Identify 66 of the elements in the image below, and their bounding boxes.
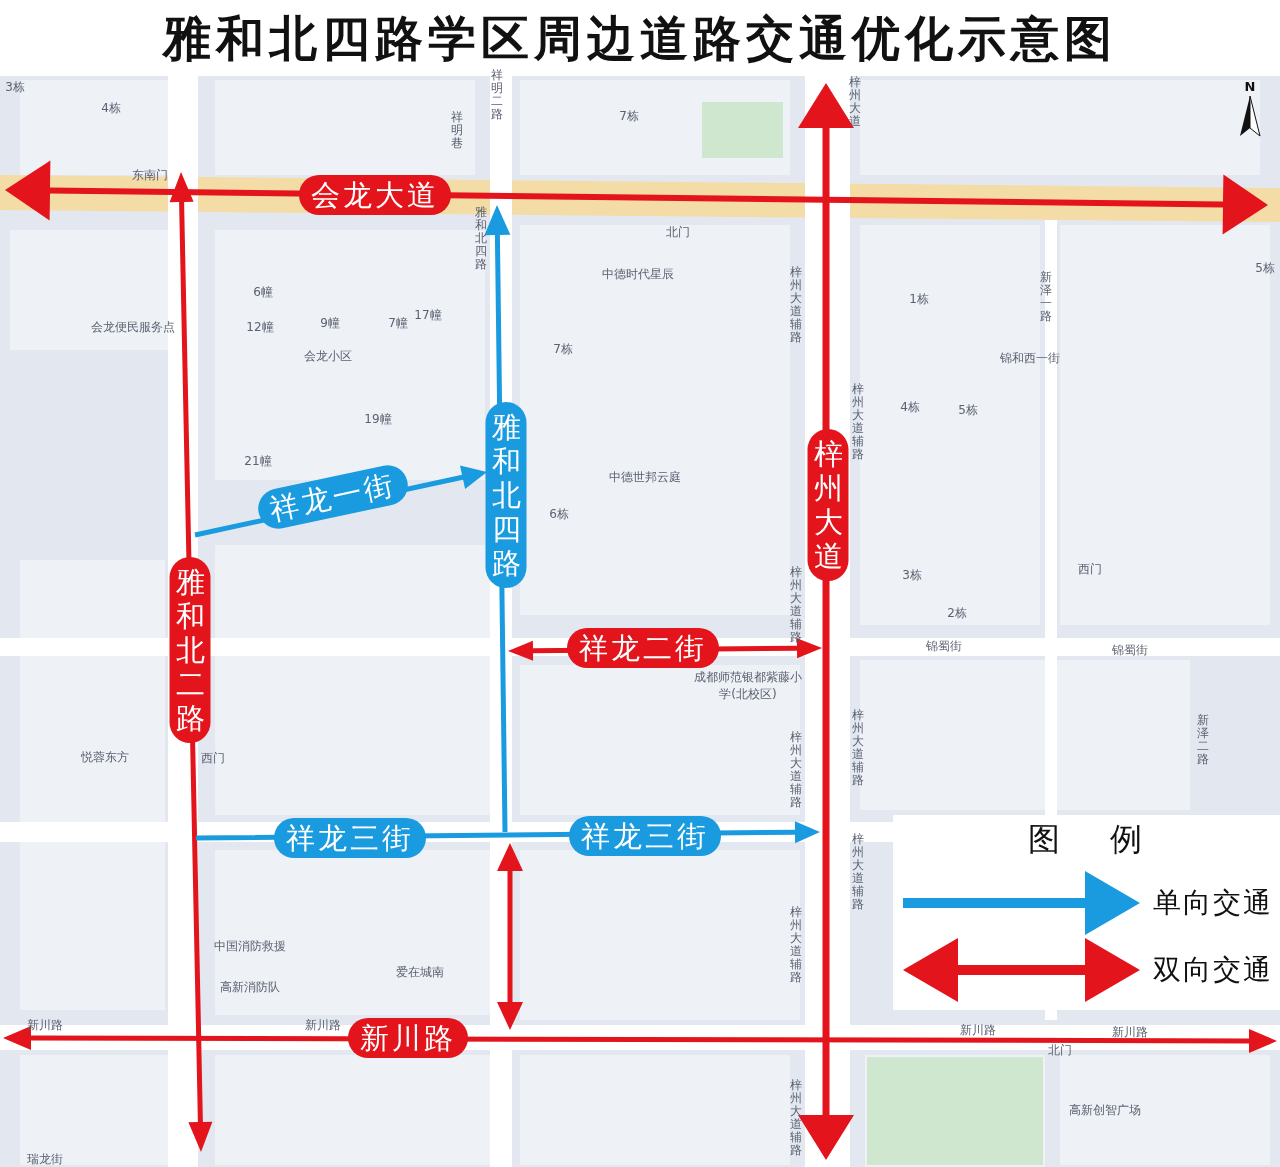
north-label: N — [1244, 78, 1256, 94]
map-label: 锦和西一街 — [1000, 349, 1060, 367]
road-name-badge: 会龙大道 — [299, 175, 451, 215]
map-label: 会龙便民服务点 — [91, 318, 175, 336]
map-label: 东南门 — [132, 166, 168, 184]
map-label: 成都师范银都紫藤小学(北校区) — [693, 669, 803, 703]
street-label: 梓州大道辅路 — [790, 1079, 802, 1157]
map-label: 中德世邦云庭 — [609, 468, 681, 486]
map-label: 新川路 — [305, 1016, 341, 1034]
map-label: 5栋 — [958, 401, 978, 419]
map-label: 锦蜀街 — [1112, 641, 1148, 659]
road-name-badge: 祥龙三街 — [274, 818, 426, 858]
road-name-badge: 梓州大道 — [807, 429, 849, 581]
map-label: 北门 — [1048, 1041, 1072, 1059]
map-label: 7栋 — [619, 107, 639, 125]
map-label: 5栋 — [1255, 259, 1275, 277]
street-label: 祥明二路 — [491, 69, 503, 121]
map-label: 新川路 — [27, 1016, 63, 1034]
street-label: 梓州大道辅路 — [852, 709, 864, 787]
map-label: 爱在城南 — [396, 963, 444, 981]
legend-heading: 图 例 — [1027, 819, 1143, 860]
street-label: 梓州大道 — [849, 76, 861, 128]
street-label: 梓州大道辅路 — [852, 833, 864, 911]
map-label: 19幢 — [364, 410, 392, 428]
street-label: 祥明巷 — [451, 110, 463, 150]
legend-label: 单向交通 — [1153, 885, 1273, 921]
map-label: 7幢 — [388, 314, 408, 332]
map-label: 会龙小区 — [304, 347, 352, 365]
map-label: 4栋 — [900, 398, 920, 416]
street-label: 梓州大道辅路 — [790, 266, 802, 344]
map-label: 西门 — [1078, 560, 1102, 578]
street-label: 梓州大道辅路 — [790, 906, 802, 984]
map-label: 西门 — [201, 749, 225, 767]
street-label: 梓州大道辅路 — [790, 566, 802, 644]
map-label: 高新创智广场 — [1069, 1101, 1141, 1119]
map-label: 7栋 — [553, 340, 573, 358]
map-label: 中国消防救援 — [214, 937, 286, 955]
street-label: 梓州大道辅路 — [790, 731, 802, 809]
map-label: 3栋 — [5, 78, 25, 96]
map-label: 悦蓉东方 — [81, 748, 129, 766]
map-label: 新川路 — [960, 1021, 996, 1039]
map-label: 6幢 — [253, 283, 273, 301]
street-label: 新泽二路 — [1197, 714, 1209, 766]
map-label: 高新消防队 — [220, 978, 280, 996]
road-name-badge: 祥龙三街 — [569, 816, 721, 856]
legend-label: 双向交通 — [1153, 952, 1273, 988]
map-label: 12幢 — [246, 318, 274, 336]
map-label: 17幢 — [414, 306, 442, 324]
road-name-badge: 新川路 — [348, 1018, 468, 1058]
street-label: 梓州大道辅路 — [852, 383, 864, 461]
map-label: 北门 — [666, 223, 690, 241]
map-label: 锦蜀街 — [926, 637, 962, 655]
map-label: 2栋 — [947, 604, 967, 622]
map-label: 4栋 — [101, 99, 121, 117]
map-label: 1栋 — [909, 290, 929, 308]
road-name-badge: 祥龙二街 — [567, 628, 719, 668]
road-name-badge: 雅和北四路 — [485, 402, 527, 588]
map-label: 瑞龙街 — [27, 1150, 63, 1167]
street-label: 雅和北四路 — [475, 205, 487, 271]
map-label: 中德时代星辰 — [602, 265, 674, 283]
map-label: 新川路 — [1112, 1023, 1148, 1041]
street-label: 新泽一路 — [1040, 271, 1052, 323]
map-label: 3栋 — [902, 566, 922, 584]
map-label: 9幢 — [320, 314, 340, 332]
map-label: 6栋 — [549, 505, 569, 523]
road-name-badge: 雅和北二路 — [169, 557, 211, 743]
